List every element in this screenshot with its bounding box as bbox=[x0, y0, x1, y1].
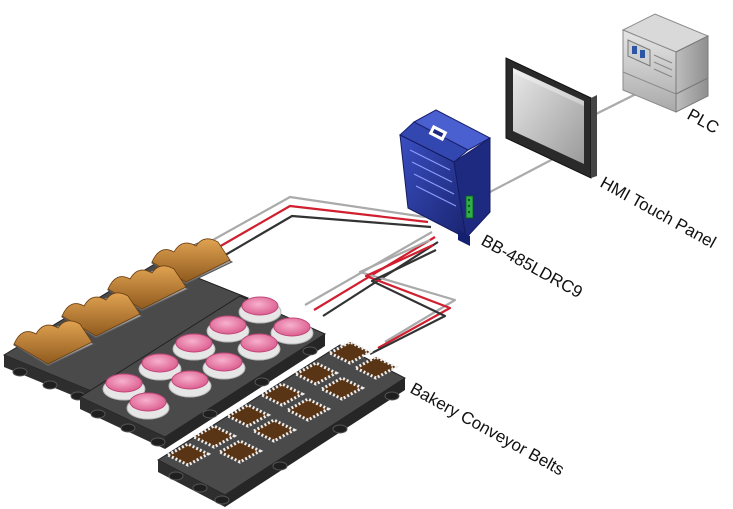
hmi-touch-panel-icon bbox=[505, 57, 597, 179]
conveyor-label: Bakery Conveyor Belts bbox=[407, 379, 567, 479]
cables bbox=[194, 91, 641, 355]
cable-red-brownies bbox=[364, 244, 452, 349]
cable-dark-brownies bbox=[369, 249, 447, 355]
cable-red-cakes bbox=[313, 236, 436, 311]
cable-dark-bread bbox=[214, 214, 432, 262]
cable-hmi-converter bbox=[489, 157, 556, 193]
cable-gray-brownies bbox=[358, 238, 457, 343]
plc-cabinet-icon bbox=[621, 13, 710, 113]
cable-red-bread bbox=[204, 204, 429, 256]
din-rail-converter-icon bbox=[399, 109, 492, 246]
cake-conveyor-icon bbox=[78, 295, 327, 449]
hmi-label: HMI Touch Panel bbox=[597, 173, 719, 252]
converter-label: BB-485LDRC9 bbox=[478, 231, 586, 302]
plc-label: PLC bbox=[684, 105, 722, 138]
brownie-conveyor-icon bbox=[156, 340, 406, 507]
cable-gray-bread bbox=[194, 195, 426, 251]
